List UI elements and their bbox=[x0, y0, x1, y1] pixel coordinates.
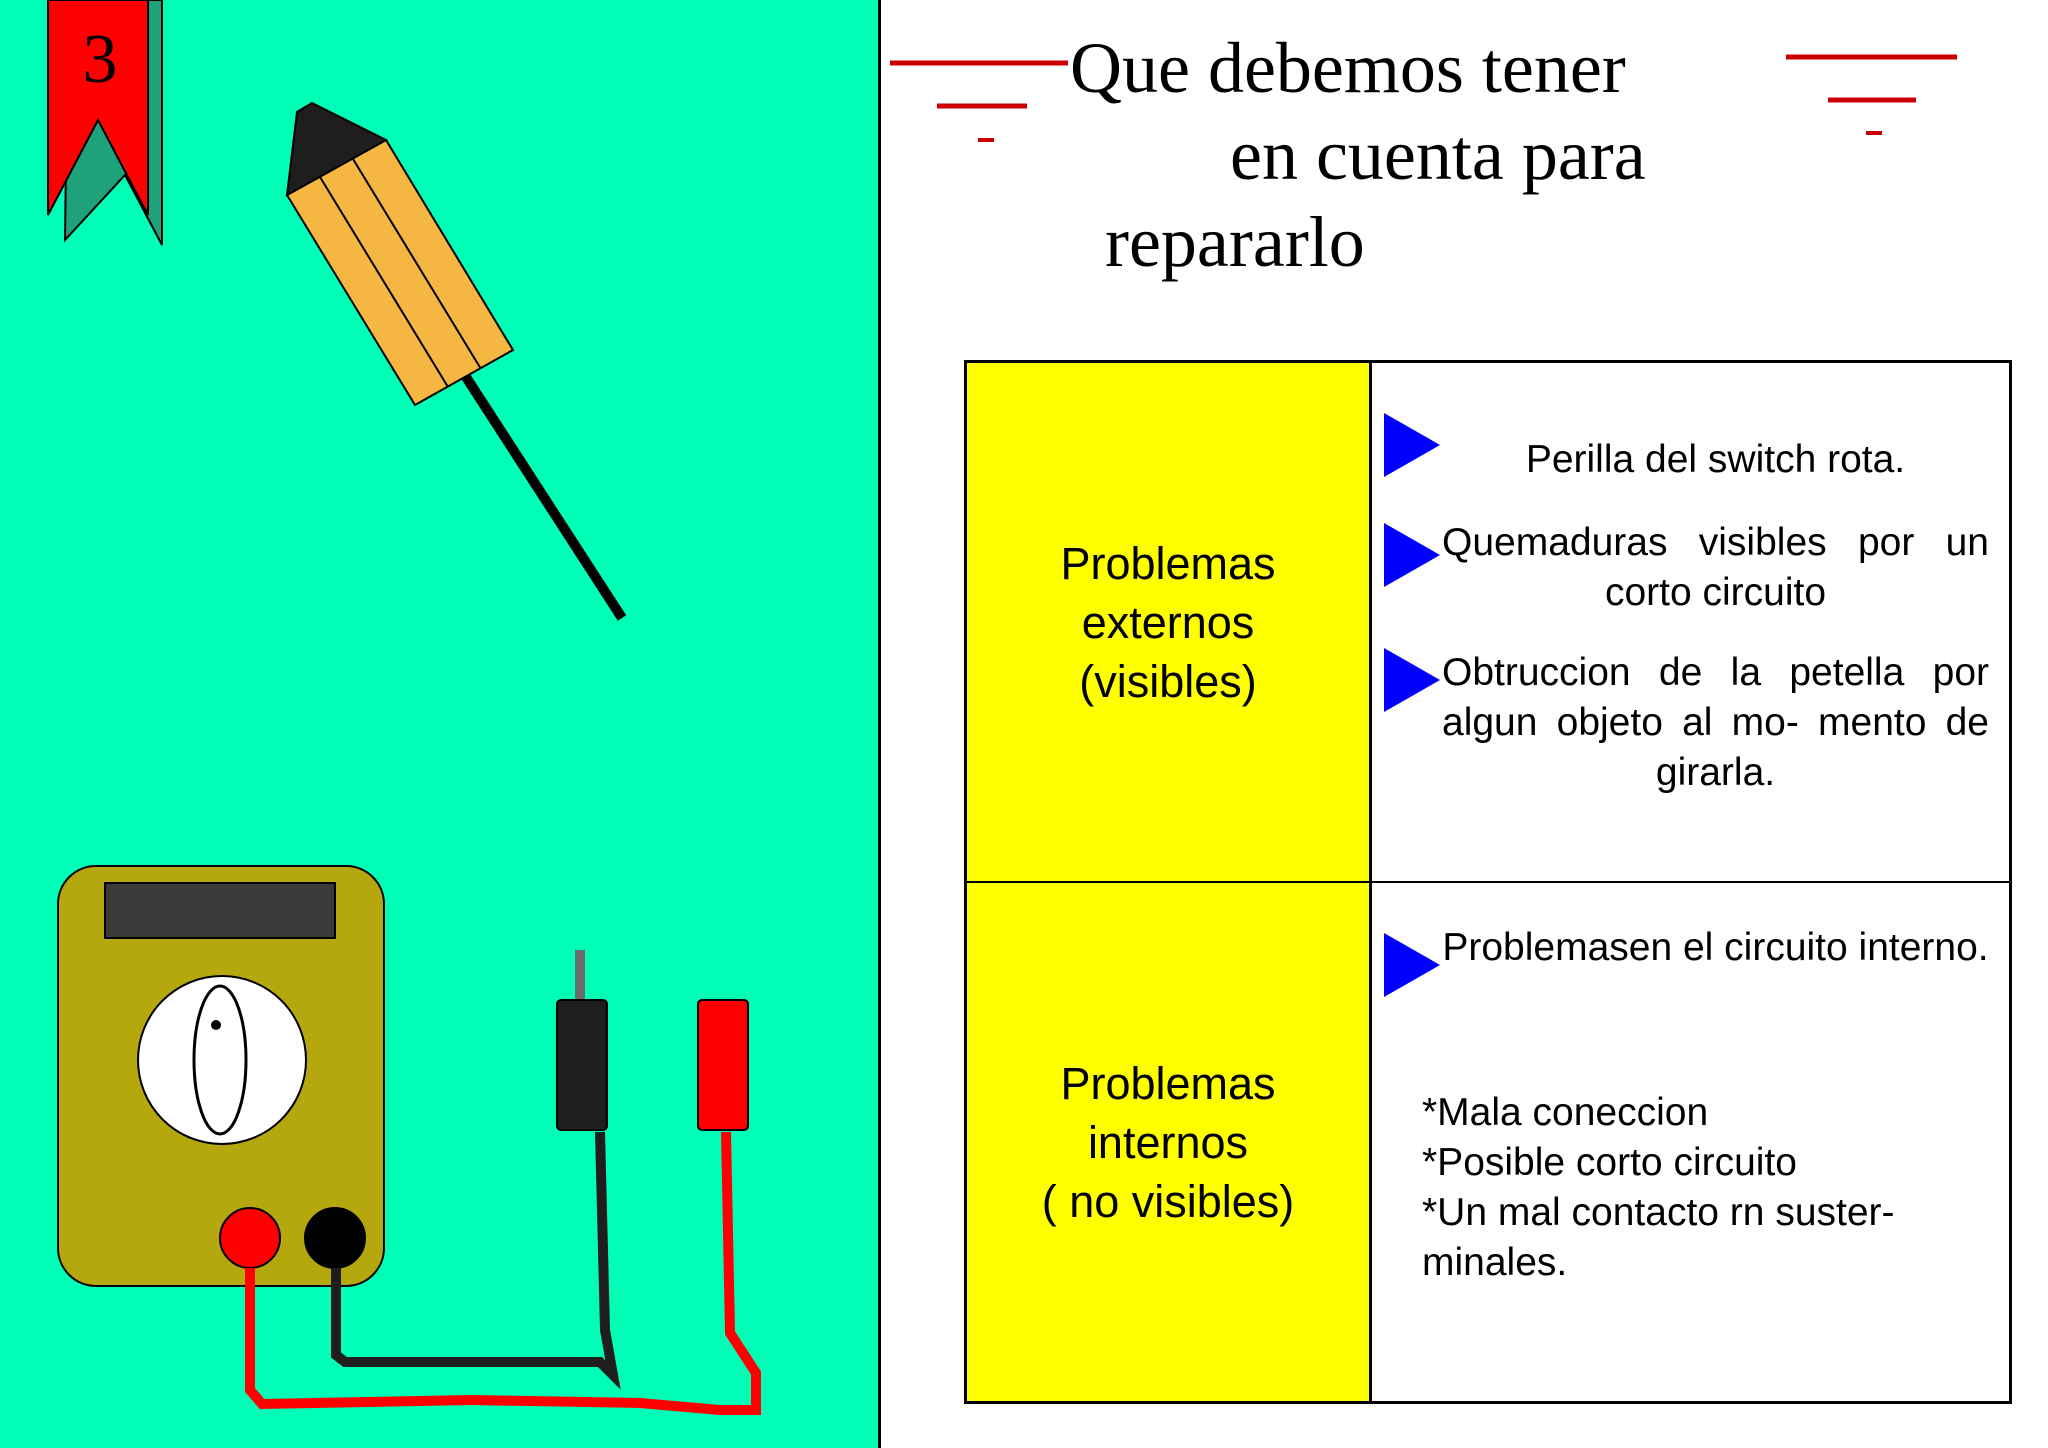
item-text: Problemasen el circuito interno. bbox=[1442, 926, 1989, 969]
sub-list-item: *Un mal contacto rn suster- bbox=[1422, 1191, 1895, 1234]
sub-list-item: *Posible corto circuito bbox=[1422, 1141, 1797, 1184]
illustration-panel: 3 bbox=[0, 0, 881, 1448]
triangle-right-icon bbox=[1384, 648, 1440, 712]
illustration-canvas bbox=[47, 0, 761, 1415]
screwdriver-icon bbox=[285, 101, 627, 621]
items-internal: Problemasen el circuito interno. *Mala c… bbox=[1372, 883, 2009, 1401]
triangle-right-icon bbox=[1384, 413, 1440, 477]
test-leads bbox=[245, 950, 761, 1415]
page-title: Que debemos tener en cuenta para reparar… bbox=[1040, 25, 1740, 286]
page-number: 3 bbox=[82, 21, 118, 98]
triangle-right-icon bbox=[1384, 523, 1440, 587]
problems-table: Problemas externos (visibles) Perilla de… bbox=[964, 360, 2012, 1404]
item-text: Quemaduras visibles por un corto circuit… bbox=[1442, 521, 1989, 614]
table-row-external: Problemas externos (visibles) Perilla de… bbox=[967, 363, 2009, 883]
item-text: Perilla del switch rota. bbox=[1525, 438, 1906, 481]
multimeter-icon bbox=[57, 865, 385, 1287]
title-line-2: en cuenta para bbox=[1230, 115, 1646, 195]
sub-list: *Mala coneccion *Posible corto circuito … bbox=[1422, 1088, 1949, 1288]
table-row-internal: Problemas internos ( no visibles) Proble… bbox=[967, 883, 2009, 1401]
title-line-3: repararlo bbox=[1105, 202, 1365, 282]
sub-list-item: *Mala coneccion bbox=[1422, 1091, 1709, 1134]
title-decoration bbox=[890, 54, 1957, 142]
triangle-right-icon bbox=[1384, 933, 1440, 997]
title-line-1: Que debemos tener bbox=[1070, 28, 1626, 108]
category-internal: Problemas internos ( no visibles) bbox=[967, 883, 1372, 1401]
sub-list-item: minales. bbox=[1422, 1241, 1568, 1284]
item-text: Obtruccion de la petella por algun objet… bbox=[1442, 651, 1989, 794]
items-external: Perilla del switch rota. Quemaduras visi… bbox=[1372, 363, 2009, 881]
category-external: Problemas externos (visibles) bbox=[967, 363, 1372, 881]
bookmark-icon bbox=[47, 0, 163, 246]
